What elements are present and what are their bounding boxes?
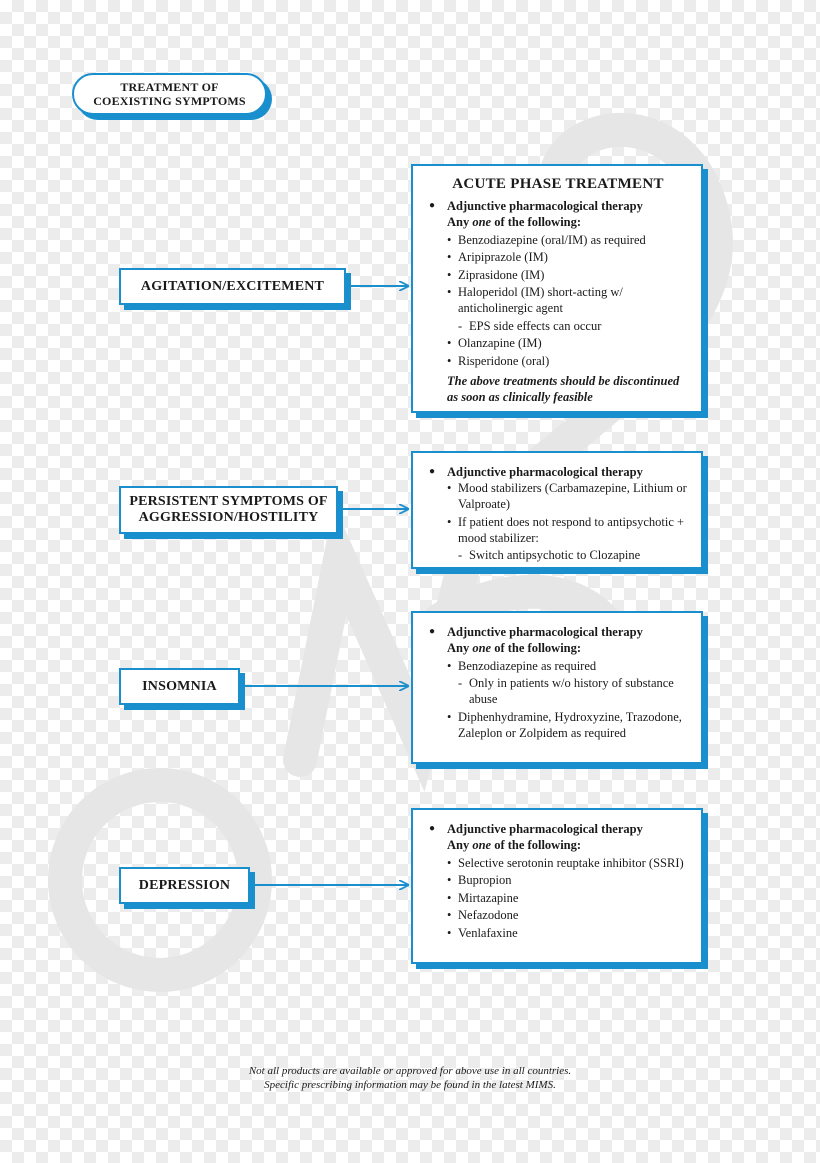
- list-item: Benzodiazepine (oral/IM) as required: [447, 232, 689, 248]
- therapy-bullet: Adjunctive pharmacological therapy: [427, 821, 689, 837]
- list-item: Selective serotonin reuptake inhibitor (…: [447, 855, 689, 871]
- label-depression: DEPRESSION: [119, 867, 250, 904]
- label-agitation-text: AGITATION/EXCITEMENT: [140, 278, 325, 294]
- diagram-title: TREATMENT OF COEXISTING SYMPTOMS: [72, 73, 267, 115]
- any-one-line: Any one of the following:: [447, 641, 582, 655]
- label-aggression-line-2: AGGRESSION/HOSTILITY: [138, 510, 319, 525]
- list-item: If patient does not respond to antipsych…: [447, 514, 689, 546]
- any-one-line: Any one of the following:: [447, 838, 582, 852]
- acute-phase-box: ACUTE PHASE TREATMENT Adjunctive pharmac…: [411, 164, 703, 413]
- diagram-title-line-1: TREATMENT OF: [120, 80, 219, 94]
- label-aggression: PERSISTENT SYMPTOMS OF AGGRESSION/HOSTIL…: [119, 486, 338, 534]
- list-item: Ziprasidone (IM): [447, 267, 689, 283]
- label-aggression-line-1: PERSISTENT SYMPTOMS OF: [129, 494, 328, 509]
- footer-line-1: Not all products are available or approv…: [248, 1065, 572, 1077]
- label-insomnia-text: INSOMNIA: [142, 678, 217, 694]
- acute-phase-heading: ACUTE PHASE TREATMENT: [452, 176, 664, 192]
- list-subitem: EPS side effects can occur: [447, 318, 689, 334]
- list-item: Olanzapine (IM): [447, 335, 689, 351]
- therapy-bullet: Adjunctive pharmacological therapy: [427, 198, 689, 214]
- list-item: Haloperidol (IM) short-acting w/ anticho…: [447, 284, 689, 316]
- list-item: Aripiprazole (IM): [447, 249, 689, 265]
- label-agitation: AGITATION/EXCITEMENT: [119, 268, 346, 305]
- aggression-box: Adjunctive pharmacological therapy Mood …: [411, 451, 703, 569]
- list-item: Nefazodone: [447, 907, 689, 923]
- insomnia-box: Adjunctive pharmacological therapy Any o…: [411, 611, 703, 764]
- list-item: Benzodiazepine as required: [447, 658, 689, 674]
- list-item: Risperidone (oral): [447, 353, 689, 369]
- list-subitem: Only in patients w/o history of substanc…: [447, 675, 689, 707]
- label-depression-text: DEPRESSION: [138, 877, 231, 893]
- list-subitem: Switch antipsychotic to Clozapine: [447, 547, 689, 563]
- therapy-bullet: Adjunctive pharmacological therapy: [427, 464, 689, 480]
- list-item: Mirtazapine: [447, 890, 689, 906]
- list-item: Bupropion: [447, 872, 689, 888]
- depression-box: Adjunctive pharmacological therapy Any o…: [411, 808, 703, 964]
- label-insomnia: INSOMNIA: [119, 668, 240, 705]
- therapy-bullet: Adjunctive pharmacological therapy: [427, 624, 689, 640]
- footer-line-2: Specific prescribing information may be …: [264, 1079, 556, 1091]
- any-one-line: Any one of the following:: [447, 215, 582, 229]
- discontinue-note: The above treatments should be discontin…: [447, 373, 680, 404]
- footer-disclaimer: Not all products are available or approv…: [0, 1064, 820, 1092]
- list-item: Mood stabilizers (Carbamazepine, Lithium…: [447, 480, 689, 512]
- list-item: Diphenhydramine, Hydroxyzine, Trazodone,…: [447, 709, 689, 741]
- list-item: Venlafaxine: [447, 925, 689, 941]
- diagram-title-line-2: COEXISTING SYMPTOMS: [93, 94, 246, 108]
